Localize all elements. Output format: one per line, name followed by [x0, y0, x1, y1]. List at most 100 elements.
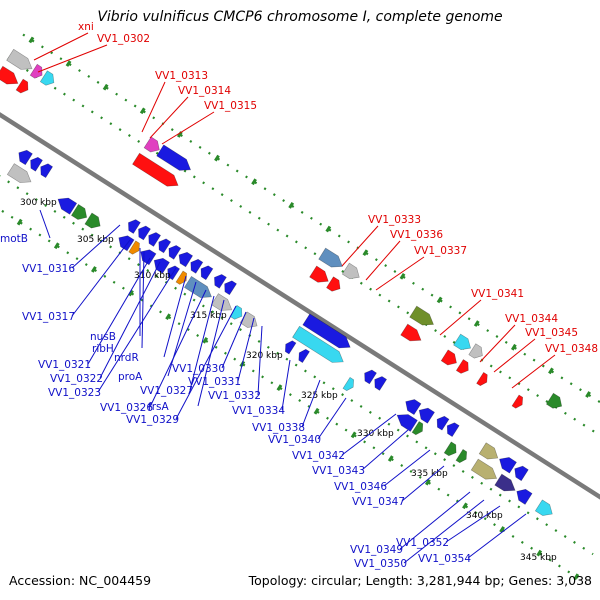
gene-arrow: [455, 448, 468, 464]
label-leader-line: [87, 257, 151, 365]
track-guide-line: [0, 175, 594, 556]
track-tick: [202, 336, 209, 344]
label-leader-line: [221, 311, 247, 369]
track-tick: [424, 478, 431, 486]
label-leader-line: [189, 295, 215, 391]
gene-arrow: [443, 441, 457, 457]
gene-arrow: [70, 203, 88, 220]
gene-label-blue: VV1_0343: [312, 465, 365, 477]
gene-label-red: VV1_0336: [390, 229, 443, 241]
label-leader-line: [141, 81, 166, 133]
label-leader-line: [399, 491, 471, 550]
gene-label-red: VV1_0345: [525, 327, 578, 339]
label-leader-line: [257, 325, 263, 396]
label-leader-line: [439, 299, 482, 336]
topology-text: Topology: circular; Length: 3,281,944 bp…: [248, 573, 592, 588]
label-leader-line: [493, 338, 536, 373]
gene-arrow: [153, 257, 170, 274]
gene-label-blue: VV1_0327: [140, 385, 193, 397]
kbp-tick-label: 335 kbp: [411, 469, 448, 479]
track-tick: [139, 107, 146, 115]
gene-arrow: [309, 265, 329, 283]
gene-arrow: [224, 280, 237, 296]
kbp-tick-label: 305 kbp: [77, 235, 114, 245]
track-tick: [91, 266, 97, 273]
gene-arrow: [409, 305, 434, 326]
map-title: Vibrio vulnificus CMCP6 chromosome I, co…: [97, 9, 503, 25]
gene-arrow: [138, 225, 151, 241]
gene-arrow: [418, 407, 435, 424]
gene-label-blue: VV1_0352: [396, 537, 449, 549]
label-leader-line: [175, 305, 237, 420]
gene-arrow: [318, 247, 343, 268]
track-tick: [399, 272, 406, 280]
label-leader-line: [341, 413, 397, 456]
label-leader-line: [33, 32, 89, 61]
track-tick: [325, 225, 332, 233]
gene-arrow: [470, 458, 498, 480]
label-leader-line: [71, 239, 131, 317]
label-leader-line: [383, 449, 431, 487]
label-leader-line: [161, 111, 215, 145]
kbp-tick-label: 345 kbp: [520, 553, 557, 563]
gene-arrow: [478, 442, 499, 460]
label-leader-line: [365, 240, 401, 281]
gene-arrow: [440, 349, 457, 366]
label-leader-line: [445, 505, 501, 543]
gene-arrow: [0, 65, 19, 85]
gene-arrow: [534, 499, 553, 516]
gene-label-red: VV1_0313: [155, 70, 208, 82]
label-leader-line: [281, 359, 291, 411]
kbp-tick-label: 300 kbp: [20, 198, 57, 208]
gene-arrow: [183, 275, 212, 298]
gene-arrow: [40, 163, 54, 179]
track-tick: [499, 526, 505, 533]
gene-arrow: [298, 348, 310, 364]
track-tick: [102, 83, 109, 91]
gene-arrow: [284, 340, 297, 355]
track-tick: [573, 573, 580, 581]
gene-arrow: [411, 421, 424, 436]
gene-arrow: [514, 465, 529, 482]
gene-label-blue: VV1_0338: [252, 422, 305, 434]
gene-label-blue: VV1_0316: [22, 263, 75, 275]
gene-arrow: [476, 371, 488, 387]
label-leader-line: [375, 256, 425, 291]
gene-arrow: [326, 276, 341, 292]
gene-label-blue: VV1_0321: [38, 359, 91, 371]
gene-label-blue: VV1_0349: [350, 544, 403, 556]
track-tick: [128, 289, 134, 297]
label-leader-line: [401, 465, 445, 502]
track-tick: [214, 154, 220, 162]
gene-arrow: [84, 212, 101, 229]
gene-arrow: [29, 63, 43, 79]
gene-arrow: [292, 325, 344, 363]
gene-arrow: [342, 376, 355, 392]
chromosome-backbone: [0, 112, 600, 500]
gene-label-blue: VV1_0347: [352, 496, 405, 508]
gene-arrow: [436, 415, 450, 431]
gene-arrow: [118, 235, 135, 252]
label-leader-line: [97, 267, 177, 393]
label-leader-line: [403, 499, 485, 564]
label-leader-line: [149, 289, 207, 408]
label-leader-line: [317, 397, 347, 440]
gene-arrow: [229, 304, 243, 320]
label-leader-line: [39, 209, 51, 239]
track-tick: [436, 296, 443, 304]
gene-arrow: [178, 251, 194, 268]
gene-label-red: VV1_0344: [505, 313, 558, 325]
gene-arrow: [516, 488, 533, 505]
gene-arrow: [143, 136, 160, 153]
track-tick: [28, 36, 35, 44]
track-tick: [350, 431, 357, 439]
gene-label-blue: VV1_0329: [126, 414, 179, 426]
gene-label-red: VV1_0314: [178, 85, 231, 97]
gene-arrow: [57, 197, 78, 215]
track-tick: [288, 202, 295, 209]
gene-arrow: [148, 232, 162, 247]
gene-arrow: [214, 274, 227, 289]
gene-arrow: [168, 245, 182, 260]
gene-arrow: [15, 78, 29, 94]
